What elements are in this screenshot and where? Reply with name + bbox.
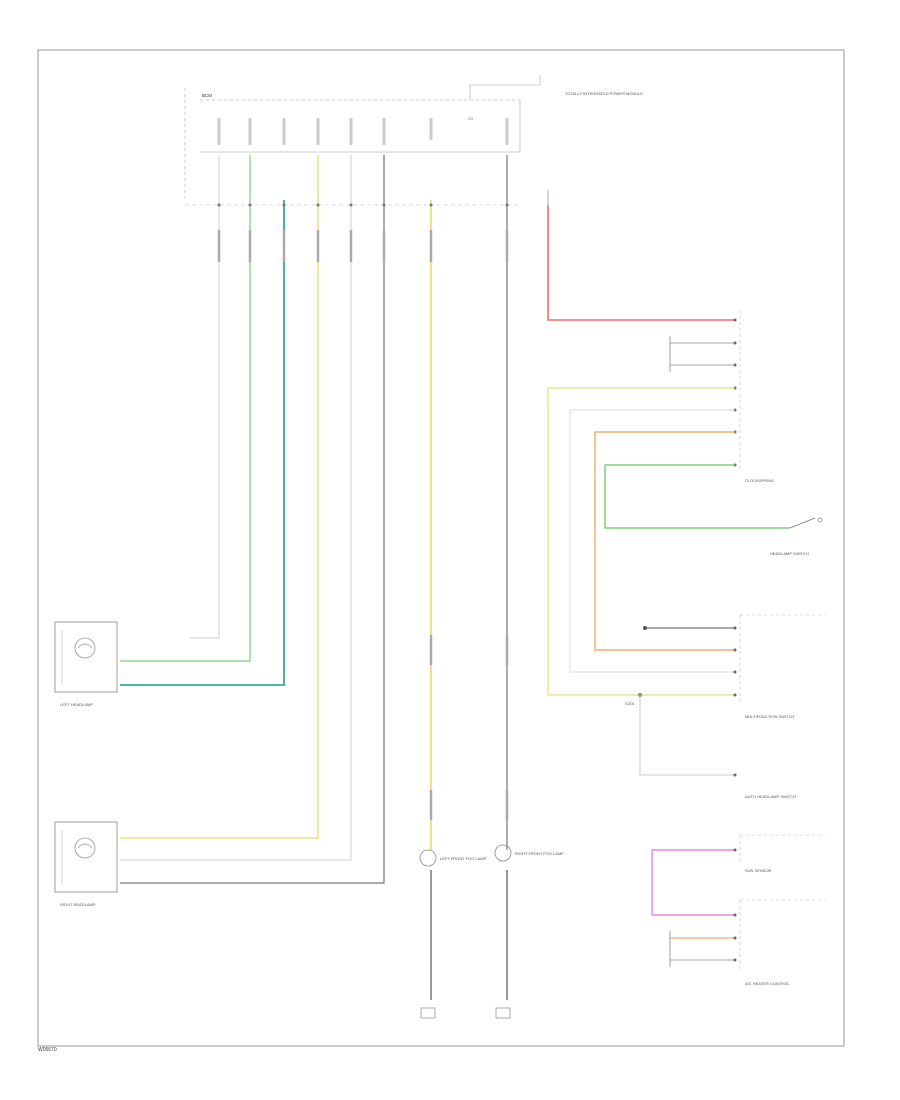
- left-headlamp-wire-1: [190, 155, 220, 639]
- auto-hl-label: AUTO HEADLAMP SWITCH: [745, 794, 796, 799]
- multifunction-label: MULTIFUNCTION SWITCH: [745, 714, 794, 719]
- gray-switch-wire: [569, 409, 735, 673]
- yellow-switch-wire: [547, 387, 735, 696]
- ground-label: G201: [625, 701, 636, 706]
- right-headlamp-wire-2: [120, 155, 352, 861]
- left-headlamp-wire-3: [120, 200, 285, 686]
- diagram-frame: [37, 49, 845, 1047]
- multifunction-switch: MULTIFUNCTION SWITCH: [638, 614, 825, 719]
- left-fog-lamp: LEFT FRONT FOG LAMP: [419, 849, 487, 1019]
- right-fog-label: RIGHT FRONT FOG LAMP: [515, 851, 564, 856]
- right-headlamp-label: RIGHT HEADLAMP: [60, 902, 96, 907]
- upper-connector: CLOCKSPRING: [669, 310, 774, 483]
- left-headlamp: LEFT HEADLAMP: [54, 621, 118, 707]
- bcm-module: BCM TOTALLY INTEGRATED POWER MODULE C1: [184, 75, 643, 206]
- module-name: TOTALLY INTEGRATED POWER MODULE: [565, 91, 643, 96]
- fuse-red-wire: [547, 190, 735, 321]
- left-headlamp-wire-2: [120, 155, 251, 662]
- orange-switch-wire: [594, 431, 735, 651]
- right-fog-lamp: RIGHT FRONT FOG LAMP: [494, 844, 564, 1019]
- auto-headlamp-switch: AUTO HEADLAMP SWITCH: [639, 695, 796, 799]
- diagram-code: W05670: [38, 1047, 57, 1053]
- left-headlamp-label: LEFT HEADLAMP: [60, 702, 93, 707]
- ac-heater-label: A/C HEATER CONTROL: [745, 981, 790, 986]
- pin-label: C1: [468, 116, 474, 121]
- right-headlamp: RIGHT HEADLAMP: [54, 821, 118, 907]
- magenta-wire: [651, 849, 735, 916]
- bcm-label: BCM: [202, 93, 212, 98]
- right-headlamp-wire-1: [120, 155, 319, 839]
- clockspring-label: CLOCKSPRING: [745, 478, 774, 483]
- sun-sensor-label: SUN SENSOR: [745, 868, 772, 873]
- headlamp-switch-label: HEADLAMP SWITCH: [770, 551, 809, 556]
- left-fog-label: LEFT FRONT FOG LAMP: [440, 856, 487, 861]
- right-headlamp-wire-3: [120, 155, 385, 884]
- green-switch-wire: [604, 464, 790, 529]
- ac-heater-control: A/C HEATER CONTROL: [669, 848, 825, 986]
- sun-sensor: SUN SENSOR: [739, 834, 825, 873]
- headlamp-switch: HEADLAMP SWITCH: [770, 517, 823, 556]
